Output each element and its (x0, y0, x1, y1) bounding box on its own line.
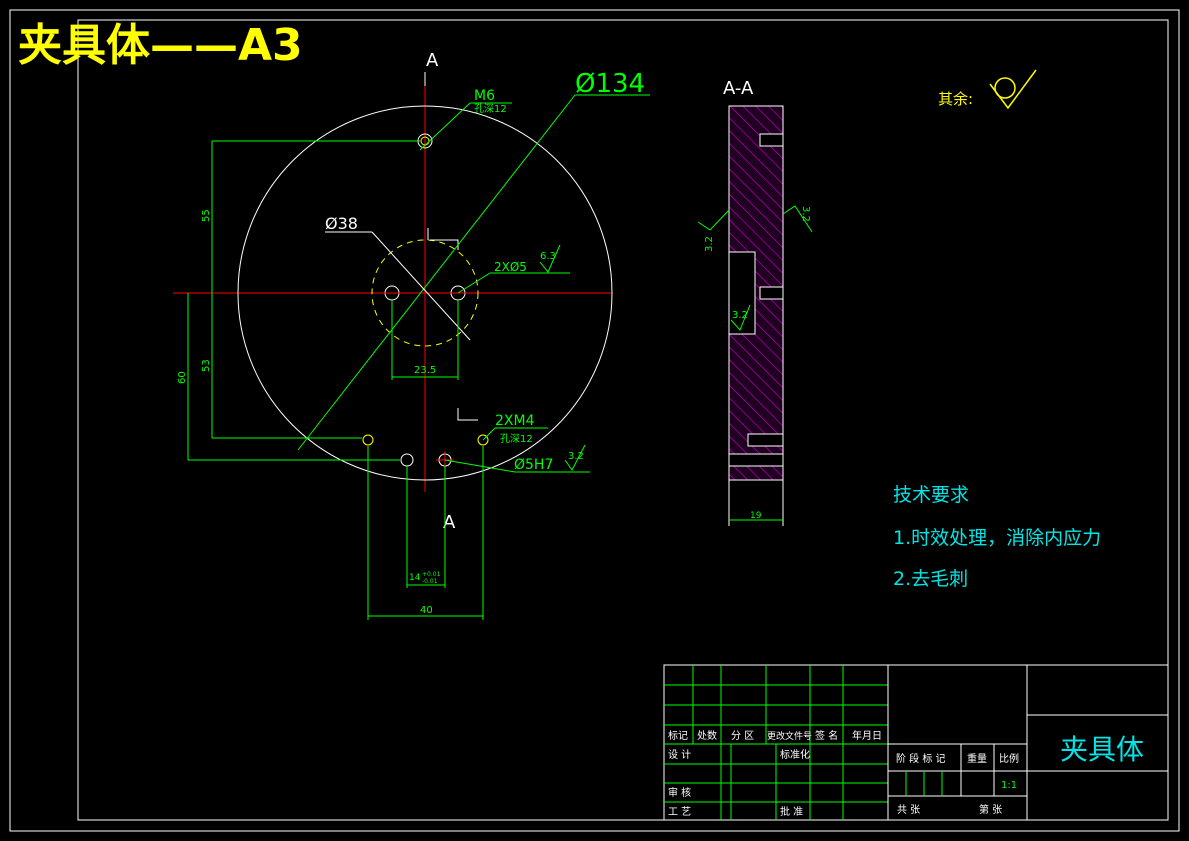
tb-count: 处数 (697, 729, 717, 742)
tb-doc: 更改文件号 (767, 730, 812, 742)
tb-part-name: 夹具体 (1060, 733, 1144, 766)
roughness-32-plan: 3.2 (568, 451, 584, 462)
tb-sign: 签 名 (815, 729, 838, 742)
dim-40: 40 (420, 605, 433, 616)
section-mark-bottom: A (443, 512, 456, 533)
section-title: A-A (723, 78, 754, 99)
dim-53: 53 (201, 359, 212, 372)
tb-sheet: 第 张 (979, 803, 1002, 816)
tb-standard: 标准化 (780, 748, 810, 761)
dim-14-tol-plus: +0.01 (422, 571, 441, 578)
dim-outer-diameter: Ø134 (575, 69, 645, 99)
plan-view: A A Ø134 M6 孔深12 Ø38 2XØ5 6.3 55 53 60 (173, 50, 650, 620)
tb-scale-label: 比例 (999, 752, 1019, 765)
hole-m4-left (362, 434, 374, 446)
hole-m4-right (477, 434, 489, 446)
tb-process: 工 艺 (668, 806, 691, 818)
dim-center-diameter: Ø38 (325, 214, 358, 233)
outer-border (9, 9, 1180, 832)
tb-weight: 重量 (967, 752, 987, 765)
tech-heading: 技术要求 (893, 484, 969, 506)
tb-scale: 1:1 (1001, 780, 1017, 791)
dim-14-tol-minus: -0.01 (422, 578, 438, 585)
dim-h7: Ø5H7 (514, 457, 553, 473)
dim-m6: M6 (474, 88, 495, 104)
tb-review: 审 核 (668, 786, 691, 799)
bolt-circle (371, 239, 479, 347)
surface-note-label: 其余: (938, 90, 973, 108)
roughness-section-mid: 3.2 (732, 310, 748, 321)
roughness-63: 6.3 (540, 251, 556, 262)
roughness-symbol (989, 69, 1037, 110)
dim-2xm4: 2XM4 (495, 413, 535, 429)
tb-design: 设 计 (668, 748, 691, 761)
dim-2-holes: 2XØ5 (494, 260, 527, 274)
dim-m6-depth: 孔深12 (474, 103, 507, 115)
tech-item-1: 1.时效处理，消除内应力 (893, 527, 1101, 549)
tb-zone: 分 区 (731, 730, 754, 742)
roughness-section-left: 3.2 (704, 236, 715, 252)
drawing-title: 夹具体——A3 (18, 20, 303, 71)
dim-14: 14 (409, 573, 421, 583)
tb-approve: 批 准 (780, 805, 803, 818)
section-view: A-A 19 3.2 3.2 3.2 (697, 78, 813, 526)
dim-23-5: 23.5 (414, 365, 436, 376)
outer-circle (237, 105, 613, 481)
tech-item-2: 2.去毛刺 (893, 568, 968, 590)
dim-19: 19 (750, 511, 762, 521)
section-mark-top: A (426, 50, 439, 71)
dim-m4-depth: 孔深12 (500, 433, 533, 445)
tb-date: 年月日 (852, 729, 882, 742)
tb-stage: 阶 段 标 记 (896, 752, 946, 765)
hole-h7-left (400, 453, 414, 467)
dim-60: 60 (177, 371, 188, 384)
roughness-section-right: 3.2 (800, 206, 811, 222)
title-block: 标记 处数 分 区 更改文件号 签 名 年月日 设 计 标准化 审 核 工 艺 … (663, 664, 1169, 821)
inner-border (77, 19, 1169, 821)
dim-55: 55 (201, 209, 212, 222)
tb-mark: 标记 (668, 730, 688, 742)
tb-total: 共 张 (897, 804, 920, 816)
